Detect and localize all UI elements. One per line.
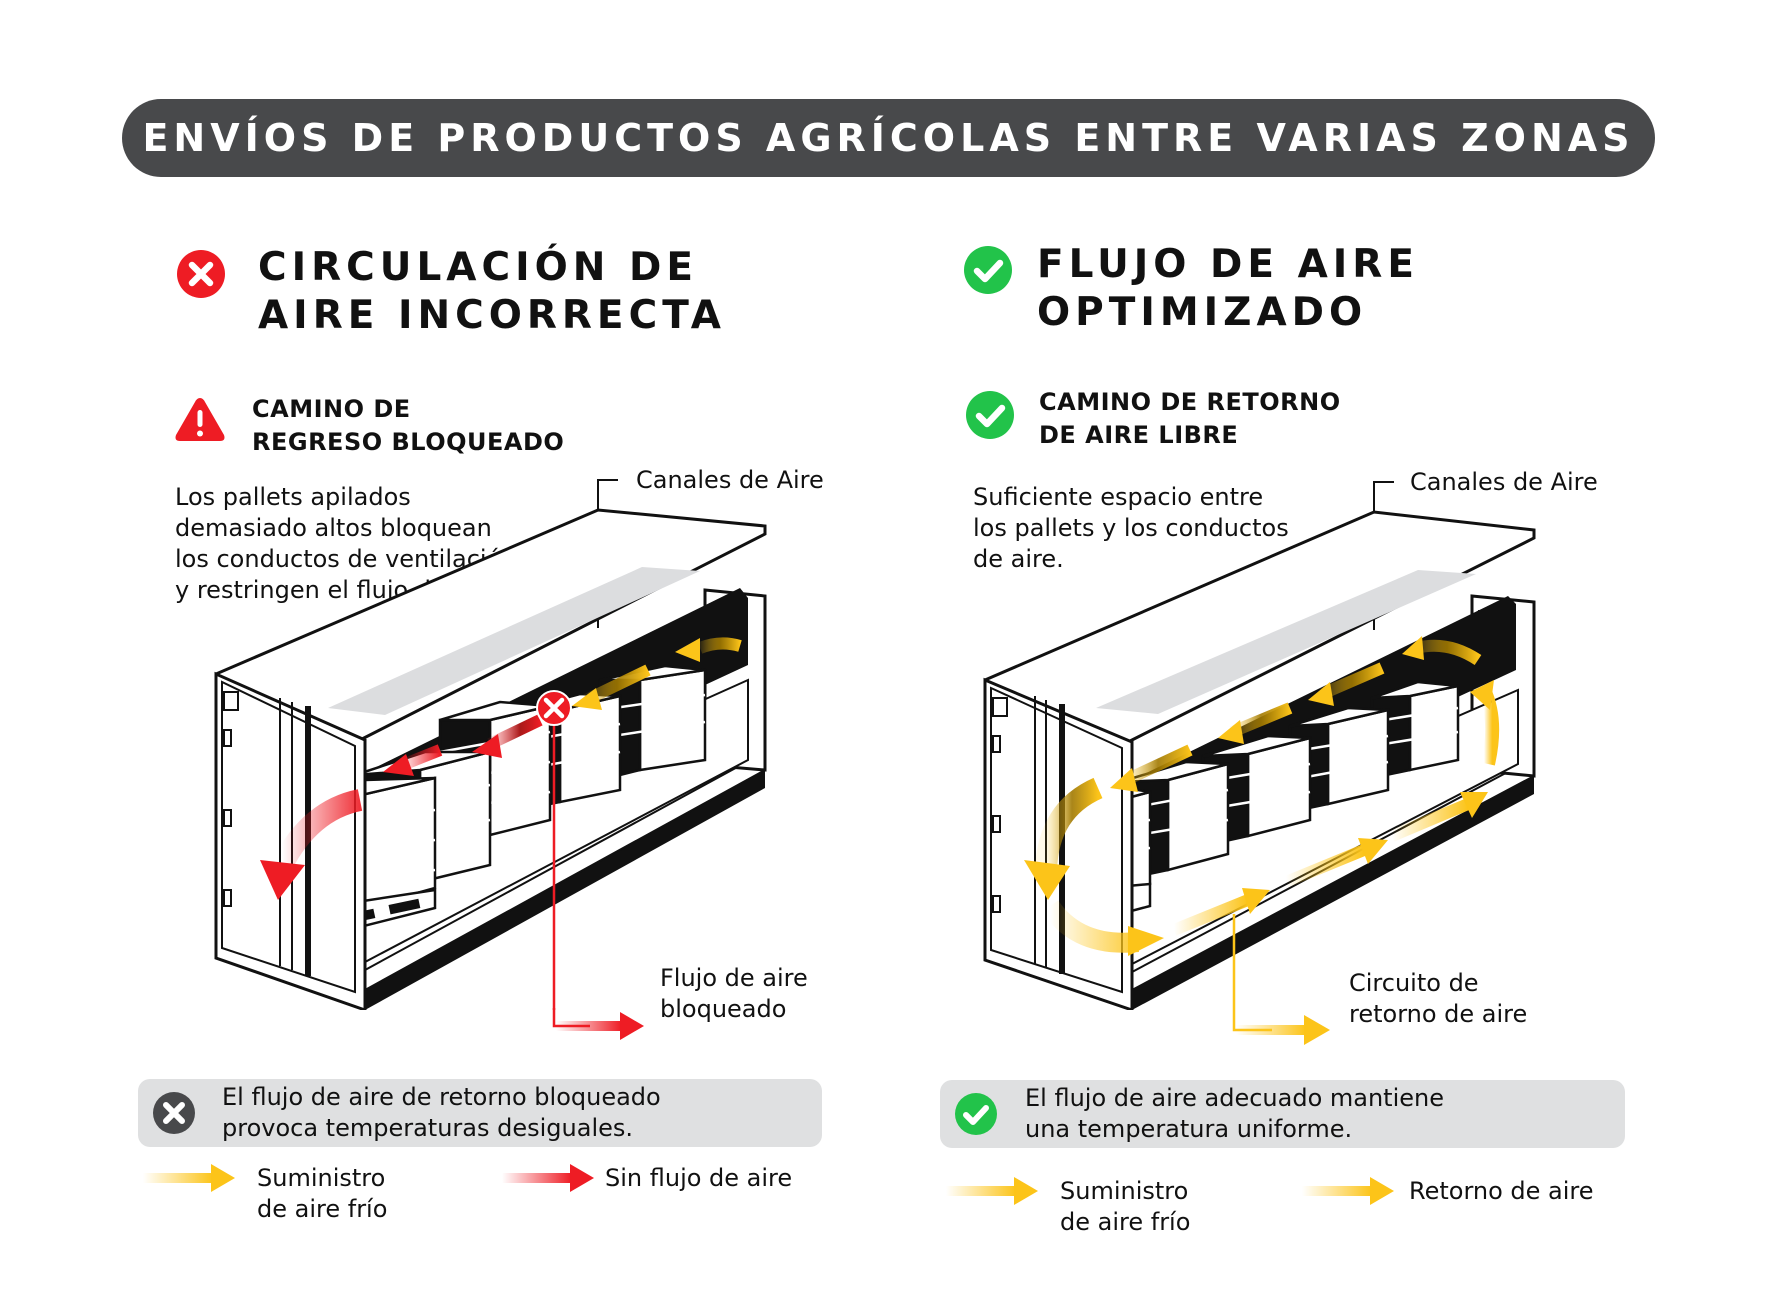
left-description-line: demasiado altos bloquean (175, 514, 492, 542)
right-heading-line2: OPTIMIZADO (1037, 290, 1368, 335)
left-legend-supply-label: Suministro de aire frío (257, 1163, 387, 1225)
left-heading-line1: CIRCULACIÓN DE (258, 245, 699, 290)
right-heading-line1: FLUJO DE AIRE (1037, 242, 1419, 287)
blocked-flow-callout-line2: bloqueado (660, 995, 787, 1023)
right-container-illustration (978, 470, 1578, 1010)
x-circle-dark-icon (152, 1091, 196, 1135)
left-container-illustration (200, 470, 800, 1010)
right-subheading-line1: CAMINO DE RETORNO (1039, 388, 1341, 416)
legend-no-flow-arrow-icon (502, 1161, 596, 1195)
legend-label-line: Suministro (257, 1164, 386, 1192)
page-title: ENVÍOS DE PRODUCTOS AGRÍCOLAS ENTRE VARI… (142, 116, 1635, 160)
title-banner: ENVÍOS DE PRODUCTOS AGRÍCOLAS ENTRE VARI… (122, 99, 1655, 177)
legend-supply-arrow-icon (946, 1174, 1040, 1208)
return-circuit-arrows-icon (1024, 636, 1500, 956)
check-circle-icon (965, 390, 1015, 440)
right-legend-supply-label: Suministro de aire frío (1060, 1176, 1190, 1238)
right-subheading: CAMINO DE RETORNO DE AIRE LIBRE (1039, 386, 1341, 452)
left-subheading-line2: REGRESO BLOQUEADO (252, 428, 565, 456)
legend-supply-arrow-icon (143, 1161, 237, 1195)
right-heading: FLUJO DE AIRE OPTIMIZADO (1037, 241, 1419, 337)
right-description-line: Suficiente espacio entre (973, 483, 1264, 511)
left-summary-box: El flujo de aire de retorno bloqueado pr… (138, 1079, 822, 1147)
legend-label-line: de aire frío (1060, 1208, 1191, 1236)
right-description-line: de aire. (973, 545, 1064, 573)
blocked-arrow-icon (260, 714, 543, 900)
right-subheading-line2: DE AIRE LIBRE (1039, 421, 1239, 449)
blocked-flow-callout: Flujo de aire bloqueado (660, 963, 808, 1025)
legend-label-line: de aire frío (257, 1195, 388, 1223)
legend-label-line: Suministro (1060, 1177, 1189, 1205)
supply-arrow-icon (572, 637, 742, 710)
right-vent-callout-label: Canales de Aire (1410, 468, 1598, 496)
legend-return-arrow-icon (1302, 1174, 1396, 1208)
return-circuit-callout: Circuito de retorno de aire (1349, 968, 1527, 1030)
right-summary-line2: una temperatura uniforme. (1025, 1115, 1353, 1143)
right-description: Suficiente espacio entre los pallets y l… (973, 482, 1289, 575)
left-summary-text: El flujo de aire de retorno bloqueado pr… (222, 1082, 661, 1144)
check-circle-icon (954, 1092, 998, 1136)
left-summary-line1: El flujo de aire de retorno bloqueado (222, 1083, 661, 1111)
left-legend-no-flow-label: Sin flujo de aire (605, 1164, 793, 1192)
left-subheading-line1: CAMINO DE (252, 395, 411, 423)
left-vent-callout-label: Canales de Aire (636, 466, 824, 494)
blocked-flow-callout-line1: Flujo de aire (660, 964, 808, 992)
return-circuit-callout-line1: Circuito de (1349, 969, 1479, 997)
left-subheading: CAMINO DE REGRESO BLOQUEADO (252, 393, 564, 459)
left-summary-line2: provoca temperaturas desiguales. (222, 1114, 634, 1142)
return-circuit-callout-arrow-icon (1232, 1010, 1336, 1046)
return-circuit-callout-line2: retorno de aire (1349, 1000, 1528, 1028)
right-summary-text: El flujo de aire adecuado mantiene una t… (1025, 1083, 1444, 1145)
right-summary-box: El flujo de aire adecuado mantiene una t… (940, 1080, 1625, 1148)
blocked-flow-callout-arrow-icon (550, 1008, 650, 1042)
right-summary-line1: El flujo de aire adecuado mantiene (1025, 1084, 1444, 1112)
check-circle-icon (963, 245, 1013, 295)
x-circle-icon (176, 249, 226, 299)
right-legend-return-label: Retorno de aire (1409, 1177, 1594, 1205)
left-description-line: Los pallets apilados (175, 483, 411, 511)
left-heading-line2: AIRE INCORRECTA (258, 293, 726, 338)
warning-triangle-icon (174, 395, 226, 443)
left-heading: CIRCULACIÓN DE AIRE INCORRECTA (258, 244, 726, 340)
right-description-line: los pallets y los conductos (973, 514, 1289, 542)
